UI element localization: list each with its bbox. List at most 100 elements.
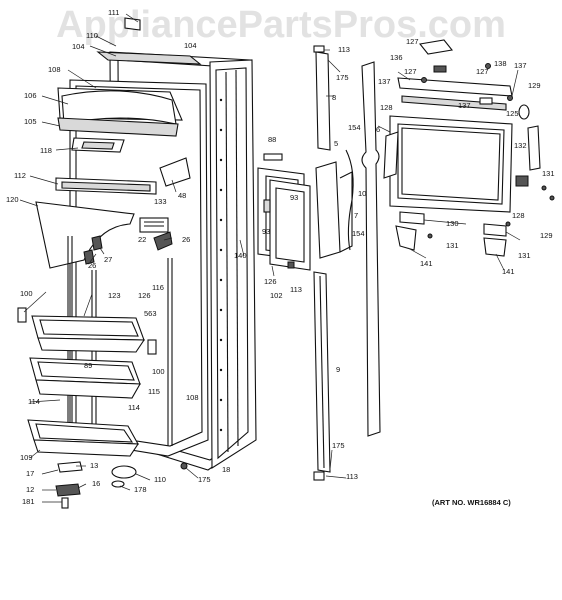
callout: 120 (6, 195, 19, 204)
callout: 5 (334, 139, 338, 148)
callout: 141 (420, 259, 433, 268)
callout: 130 (446, 219, 459, 228)
callout: 563 (144, 309, 157, 318)
callout: 133 (154, 197, 167, 206)
part-129 (518, 104, 530, 120)
callout: 102 (270, 291, 283, 300)
callout: 26 (88, 261, 96, 270)
callout: 178 (134, 485, 147, 494)
callout: 136 (390, 53, 403, 62)
callout: 154 (352, 229, 365, 238)
hinge-arm-132 (527, 125, 541, 171)
callout: 114 (128, 403, 140, 412)
gasket-dots (219, 98, 223, 432)
door-bin-top (31, 315, 146, 353)
callout: 127 (476, 67, 489, 76)
ice-door-125 (389, 115, 513, 213)
callout: 128 (512, 211, 525, 220)
callout: 123 (108, 291, 121, 300)
callout: 105 (24, 117, 37, 126)
leader-lines (19, 13, 521, 503)
actuator-48 (159, 157, 191, 187)
callout: 175 (198, 475, 211, 484)
clip-26 (153, 231, 173, 251)
callout: 118 (40, 146, 52, 155)
callout: 27 (104, 255, 112, 264)
callout: 18 (222, 465, 230, 474)
door-bin-middle (29, 357, 141, 399)
callout: 126 (264, 277, 277, 286)
part-88 (263, 153, 283, 161)
callout: 17 (26, 469, 34, 478)
bin-clip-100 (17, 307, 27, 323)
callout: 6 (376, 125, 380, 134)
callout: 13 (90, 461, 98, 470)
bottom-hinge-parts (55, 461, 188, 509)
callout: 131 (446, 241, 459, 250)
callout: 137 (458, 101, 471, 110)
trim-strip-8 (315, 51, 331, 151)
callout: 141 (502, 267, 515, 276)
door-bin-bottom (27, 419, 140, 457)
callout: 181 (22, 497, 35, 506)
callout: 48 (178, 191, 186, 200)
callout: 131 (518, 251, 531, 260)
callout: 108 (48, 65, 61, 74)
callout: 127 (406, 37, 419, 46)
callout: 113 (290, 285, 302, 294)
callout: 22 (138, 235, 146, 244)
callout: 154 (348, 123, 361, 132)
callout: 10 (358, 189, 366, 198)
callout: 129 (528, 81, 541, 90)
callout: 104 (184, 41, 197, 50)
callout: 129 (540, 231, 553, 240)
liner-rails (67, 236, 173, 446)
callout: 110 (154, 475, 166, 484)
part-133 (139, 217, 169, 233)
callout: 106 (24, 91, 37, 100)
callout: 127 (404, 67, 417, 76)
callout: 131 (542, 169, 555, 178)
callout: 126 (138, 291, 151, 300)
callout: 137 (514, 61, 527, 70)
callout: 175 (332, 441, 345, 450)
callout: 132 (514, 141, 527, 150)
door-gasket-6 (361, 61, 381, 437)
callout: 138 (494, 59, 507, 68)
callout: 110 (86, 31, 98, 40)
callout: 100 (152, 367, 165, 376)
callout: 140 (234, 251, 247, 260)
callout: 9 (336, 365, 340, 374)
bracket-5 (315, 161, 341, 259)
callout: 100 (20, 289, 33, 298)
callout: 93 (262, 227, 270, 236)
top-rail-assembly (397, 39, 513, 111)
callout: 8 (332, 93, 336, 102)
callout-labels: 111 110 104 104 113 175 8 108 106 105 11… (6, 8, 555, 506)
callout: 128 (380, 103, 393, 112)
hinge-arm-128 (383, 131, 399, 179)
callout: 111 (108, 8, 119, 17)
callout: 7 (354, 211, 358, 220)
dispenser-bracket (35, 201, 135, 269)
callout: 12 (26, 485, 34, 494)
callout: 93 (290, 193, 298, 202)
strip-10 (339, 171, 353, 253)
callout: 108 (186, 393, 199, 402)
callout: 26 (182, 235, 190, 244)
ice-door-frame (257, 167, 311, 271)
callout: 175 (336, 73, 349, 82)
callout: 137 (378, 77, 391, 86)
bottom-hinges (395, 211, 511, 257)
callout: 115 (148, 387, 160, 396)
callout: 89 (84, 361, 92, 370)
callout: 116 (152, 283, 164, 292)
callout: 88 (268, 135, 276, 144)
callout: 125 (506, 109, 519, 118)
callout: 113 (346, 472, 358, 481)
art-number: (ART NO. WR16884 C) (432, 498, 511, 507)
callout: 113 (338, 45, 350, 54)
dispenser-housing (55, 87, 183, 195)
